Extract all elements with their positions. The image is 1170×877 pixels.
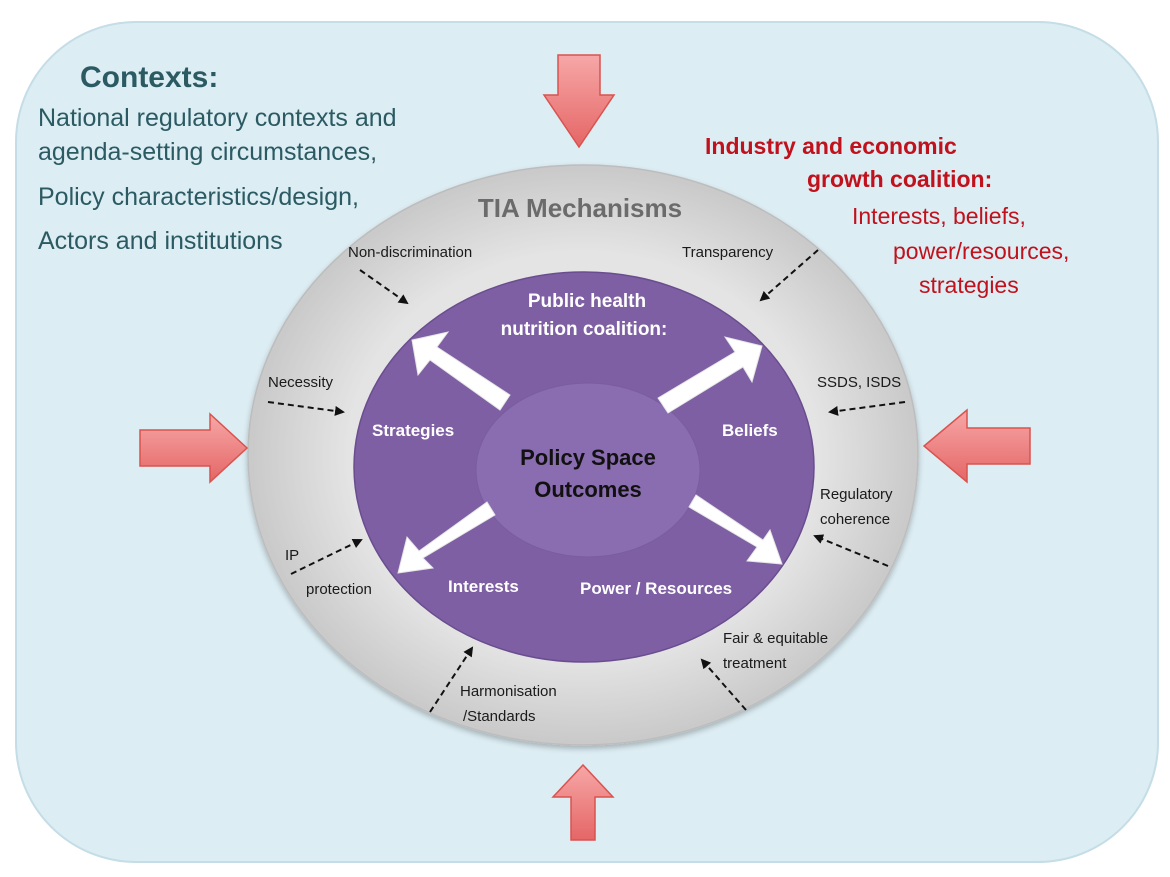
mechanism-non-discrimination: Non-discrimination	[348, 244, 472, 261]
transparency-pointer-icon	[759, 249, 819, 302]
coalition-power-resources-label: Power / Resources	[580, 579, 732, 598]
center-line-1: Policy Space	[520, 445, 656, 470]
mechanism-harmonisation-line-2: /Standards	[463, 708, 536, 725]
arrow-to-strategies-icon	[411, 331, 511, 411]
coalition-title-line-2: nutrition coalition:	[501, 319, 668, 340]
coalition-beliefs-label: Beliefs	[722, 421, 778, 440]
regulatory-coherence-pointer-icon	[813, 534, 889, 567]
policy-space-circle	[475, 382, 701, 558]
harmonisation-pointer-icon	[429, 646, 474, 713]
mechanism-harmonisation-line-1: Harmonisation	[460, 683, 557, 700]
contexts-line-4: Actors and institutions	[38, 227, 283, 255]
industry-body-line-1: Interests, beliefs,	[852, 203, 1026, 229]
mechanism-regulatory-coherence-line-1: Regulatory	[820, 486, 893, 503]
coalition-strategies-label: Strategies	[372, 421, 454, 440]
pressure-arrow-right-icon	[922, 408, 1031, 484]
mechanism-ip-protection-line-2: protection	[306, 581, 372, 598]
coalition-title-line-1: Public health	[528, 291, 646, 312]
mechanism-transparency: Transparency	[682, 244, 774, 261]
pressure-arrow-top-icon	[542, 54, 616, 149]
contexts-line-2: agenda-setting circumstances,	[38, 138, 377, 166]
industry-body-line-2: power/resources,	[893, 238, 1069, 264]
industry-heading-line-2: growth coalition:	[807, 166, 992, 192]
contexts-heading: Contexts:	[80, 61, 218, 94]
arrow-to-power-icon	[688, 494, 783, 565]
mechanism-fair-equitable-line-2: treatment	[723, 655, 787, 672]
contexts-line-1: National regulatory contexts and	[38, 104, 397, 132]
industry-heading-line-1: Industry and economic	[705, 133, 957, 159]
center-line-2: Outcomes	[534, 477, 642, 502]
mechanism-fair-equitable-line-1: Fair & equitable	[723, 630, 828, 647]
arrow-to-interests-icon	[397, 501, 496, 574]
pressure-arrow-bottom-icon	[551, 763, 615, 841]
arrow-to-beliefs-icon	[657, 336, 763, 414]
mechanism-ssds-isds: SSDS, ISDS	[817, 374, 901, 391]
ssds-isds-pointer-icon	[828, 401, 906, 416]
pressure-arrow-left-icon	[139, 412, 249, 484]
tia-mechanisms-title: TIA Mechanisms	[478, 193, 682, 223]
mechanism-regulatory-coherence-line-2: coherence	[820, 511, 890, 528]
ip-protection-pointer-icon	[290, 538, 363, 575]
coalition-interests-label: Interests	[448, 577, 519, 596]
mechanism-ip-protection-line-1: IP	[285, 547, 299, 564]
industry-body-line-3: strategies	[919, 272, 1019, 298]
contexts-line-3: Policy characteristics/design,	[38, 183, 359, 211]
fair-equitable-pointer-icon	[700, 658, 747, 711]
mechanism-necessity: Necessity	[268, 374, 334, 391]
necessity-pointer-icon	[267, 401, 345, 416]
